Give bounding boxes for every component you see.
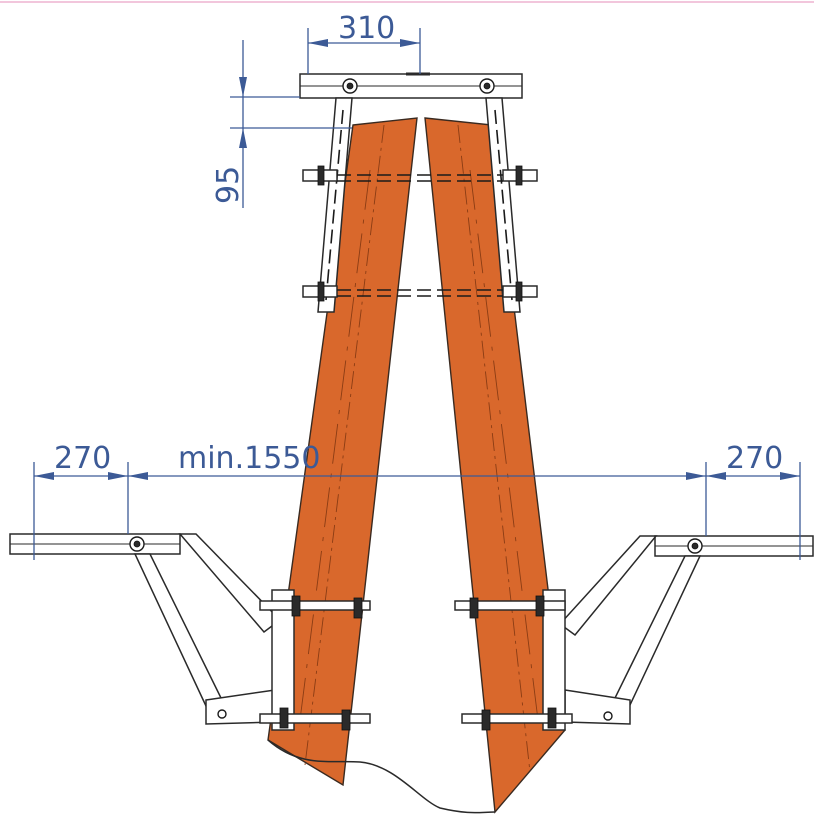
bolt-icon: [342, 78, 358, 94]
left-strap-hidden: [325, 109, 344, 301]
left-side-strap: [317, 97, 353, 313]
top-head-bracket: [299, 72, 538, 313]
nut-icon: [341, 709, 351, 731]
through-bolt-lower: [302, 281, 538, 302]
left-leg-centerline: [304, 124, 385, 766]
dim-left-overhang: 270: [54, 441, 111, 476]
nut-icon: [279, 707, 289, 729]
nut-icon: [317, 281, 325, 302]
nut-icon: [535, 595, 545, 617]
nut-icon: [469, 597, 479, 619]
through-bolt-upper: [302, 165, 538, 186]
left-leg-grain: [299, 169, 371, 721]
nut-icon: [353, 597, 363, 619]
dim-top-offset: 95: [211, 166, 246, 204]
dim-span: min.1550: [178, 441, 320, 476]
left-diagonal-strut: [133, 553, 224, 707]
dimensions: 310 95 270 min.1550 270: [33, 11, 801, 560]
right-leg-grain: [469, 169, 539, 721]
bolt-icon: [129, 536, 145, 552]
right-strap-hidden: [494, 109, 513, 301]
break-line: [267, 739, 496, 814]
bolt-icon: [687, 538, 703, 554]
left-cantilever-bracket: [9, 533, 371, 731]
nut-icon: [515, 165, 523, 186]
left-timber-leg: [267, 117, 418, 787]
nut-icon: [291, 595, 301, 617]
nut-icon: [317, 165, 325, 186]
hole-icon: [217, 709, 227, 719]
dim-right-overhang: 270: [726, 441, 783, 476]
right-clamp-plate: [542, 589, 566, 731]
dim-top-width: 310: [338, 11, 395, 46]
left-clamp-plate: [271, 589, 295, 731]
right-side-strap: [485, 97, 521, 313]
nut-icon: [547, 707, 557, 729]
right-cantilever-bracket: [454, 535, 814, 731]
hole-icon: [603, 711, 613, 721]
right-diagonal-strut: [612, 555, 702, 706]
nut-icon: [481, 709, 491, 731]
right-leg-centerline: [457, 124, 531, 773]
nut-icon: [515, 281, 523, 302]
bolt-icon: [479, 78, 495, 94]
